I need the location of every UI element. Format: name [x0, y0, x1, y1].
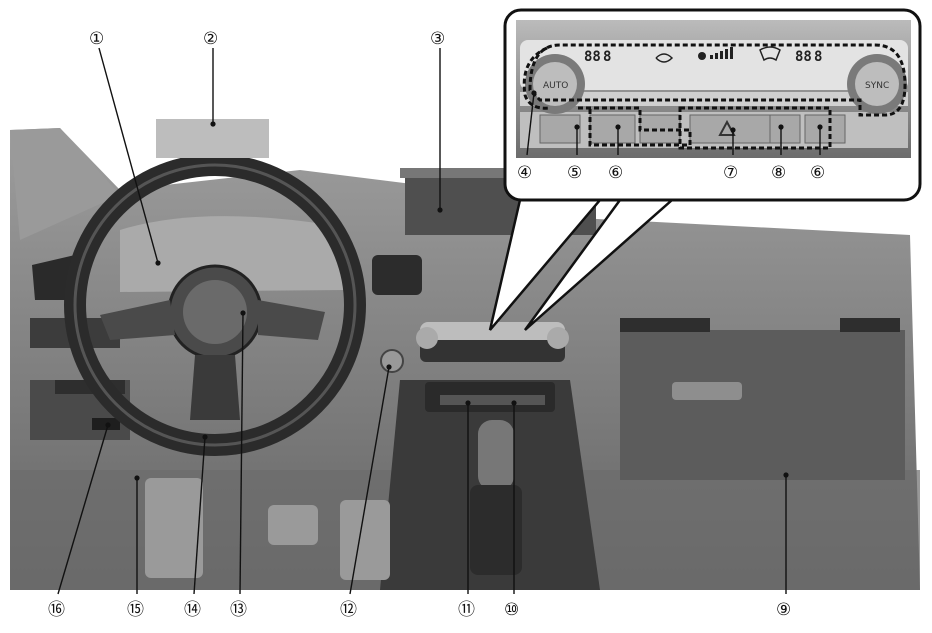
callout-10: ⑩	[504, 600, 519, 620]
callout-12: ⑫	[340, 600, 357, 620]
callout-5: ⑤	[567, 163, 582, 183]
right-temp-display: 88	[795, 49, 812, 65]
hazard-icon	[718, 119, 736, 136]
recirculation-icon	[655, 53, 674, 63]
left-temp-unit: 8	[603, 49, 611, 65]
callout-8: ⑧	[771, 163, 786, 183]
callout-labels: ① ② ③ ④ ⑤ ⑥ ⑦ ⑧ ⑥ ⑨ ⑩ ⑪ ⑫ ⑬ ⑭ ⑮ ⑯	[48, 29, 825, 620]
callout-6b: ⑥	[810, 163, 825, 183]
steering-wheel	[64, 154, 366, 456]
callout-13: ⑬	[230, 600, 247, 620]
leader-lines	[57, 47, 821, 595]
callout-4: ④	[517, 163, 532, 183]
climate-panel-inset: 88 8 88 8 AUTO SYNC	[488, 8, 922, 331]
left-temp-display: 88	[584, 49, 601, 65]
callout-14: ⑭	[184, 600, 201, 620]
callout-16: ⑯	[48, 600, 65, 620]
defrost-icon	[759, 46, 781, 62]
callout-15: ⑮	[127, 600, 144, 620]
callout-7: ⑦	[723, 163, 738, 183]
callout-2: ②	[203, 29, 218, 49]
right-temp-unit: 8	[814, 49, 822, 65]
auto-knob-label: AUTO	[543, 81, 568, 91]
callout-1: ①	[89, 29, 104, 49]
dashboard-body	[10, 128, 920, 590]
callout-11: ⑪	[458, 600, 475, 620]
callout-3: ③	[430, 29, 445, 49]
callout-6: ⑥	[608, 163, 623, 183]
sync-knob-label: SYNC	[865, 81, 889, 91]
callout-9: ⑨	[776, 600, 791, 620]
fan-level-icon	[698, 47, 733, 60]
leader-dots	[105, 90, 823, 481]
